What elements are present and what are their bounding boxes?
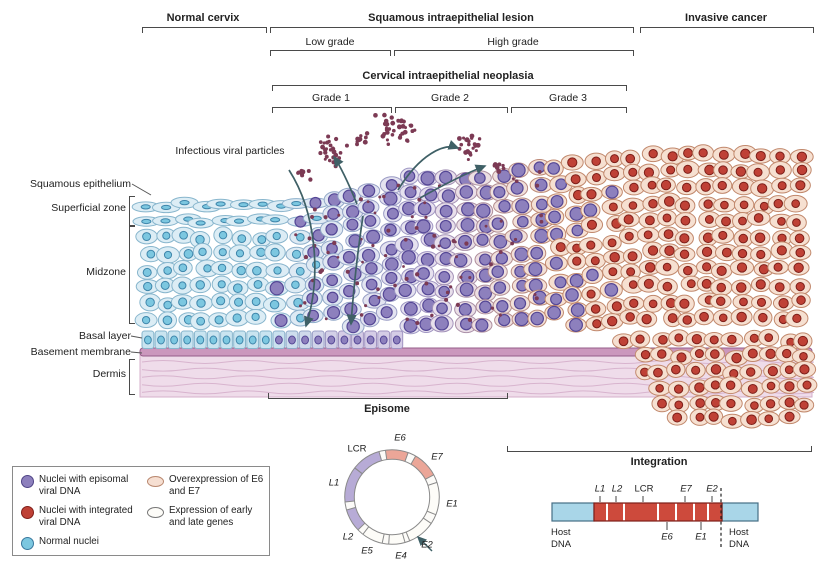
legend-item-label: Expression of early and late genes xyxy=(169,504,253,528)
viral-particles-intraepithelial xyxy=(294,169,544,326)
bracket-grade-3 xyxy=(511,107,627,113)
label-episome-e4: E4 xyxy=(395,550,407,562)
legend-item-integrated: Nuclei with integrated viral DNA xyxy=(21,505,139,529)
label-episome-e6: E6 xyxy=(394,432,406,444)
normal-nucleus-swatch xyxy=(21,536,34,550)
label-integration-e2: E2 xyxy=(706,483,718,495)
label-episome-e1: E1 xyxy=(446,498,458,510)
legend-item-episomal: Nuclei with episomal viral DNA xyxy=(21,474,139,498)
label-grade-3: Grade 3 xyxy=(549,92,587,104)
section-label-normal-cervix: Normal cervix xyxy=(166,12,240,24)
label-low-grade: Low grade xyxy=(305,36,355,48)
bracket-grade-2 xyxy=(395,107,508,113)
bracket-normal-cervix xyxy=(142,27,267,33)
legend-item-early-late: Expression of early and late genes xyxy=(147,505,269,529)
bracket-sil xyxy=(270,27,634,33)
label-episome-lcr: LCR xyxy=(347,443,367,455)
legend-item-label: Overexpression of E6 and E7 xyxy=(169,474,264,497)
bracket-low-grade xyxy=(270,50,391,56)
episome-ring xyxy=(344,449,440,552)
legend-item-overexpression: Overexpression of E6 and E7 xyxy=(147,474,269,498)
label-integration-e7: E7 xyxy=(680,483,692,495)
label-episome-l2: L2 xyxy=(342,531,354,543)
bracket-invasive-cancer xyxy=(640,27,814,33)
label-episome-l1: L1 xyxy=(328,477,340,489)
label-dermis: Dermis xyxy=(92,368,126,380)
label-integration-e1: E1 xyxy=(695,531,707,543)
label-squamous-epithelium: Squamous epithelium xyxy=(30,178,131,190)
bracket-integration xyxy=(507,446,812,452)
label-episome-title: Episome xyxy=(364,403,410,415)
bracket-cin xyxy=(272,85,627,91)
bracket-episome xyxy=(268,393,508,399)
legend-item-normal: Normal nuclei xyxy=(21,536,139,550)
label-integration-l2: L2 xyxy=(611,483,623,495)
arrows xyxy=(288,140,487,328)
label-midzone: Midzone xyxy=(86,266,126,278)
legend-item-label: Normal nuclei xyxy=(39,535,99,547)
invasive-mass xyxy=(612,328,818,429)
bracket-dermis xyxy=(129,359,135,395)
label-episome-e2: E2 xyxy=(421,539,433,551)
section-label-sil: Squamous intraepithelial lesion xyxy=(368,12,534,24)
bracket-midzone xyxy=(129,226,135,324)
label-grade-2: Grade 2 xyxy=(431,92,469,104)
epithelium-cells xyxy=(131,144,814,336)
overexpression-swatch xyxy=(147,476,164,487)
legend: Nuclei with episomal viral DNA Nuclei wi… xyxy=(12,466,270,556)
section-label-invasive-cancer: Invasive cancer xyxy=(685,12,767,24)
legend-item-label: Nuclei with episomal viral DNA xyxy=(39,474,129,497)
label-integration-lcr: LCR xyxy=(634,483,654,495)
label-basal-layer: Basal layer xyxy=(79,330,131,342)
label-integration-l1: L1 xyxy=(594,483,606,495)
viral-particle-clouds xyxy=(296,112,506,182)
label-host-dna-right: Host DNA xyxy=(729,527,750,550)
label-grade-1: Grade 1 xyxy=(312,92,350,104)
label-episome-e5: E5 xyxy=(361,545,373,557)
label-basement-membrane: Basement membrane xyxy=(30,346,131,358)
label-integration-title: Integration xyxy=(630,456,688,468)
bracket-high-grade xyxy=(394,50,634,56)
episomal-nucleus-swatch xyxy=(21,475,34,488)
early-late-expression-swatch xyxy=(147,506,164,518)
legend-item-label: Nuclei with integrated viral DNA xyxy=(39,504,133,528)
label-high-grade: High grade xyxy=(487,36,539,48)
bracket-grade-1 xyxy=(272,107,392,113)
basal-layer-cells xyxy=(141,330,404,349)
bracket-superficial-zone xyxy=(129,196,135,226)
integration-bar xyxy=(551,488,759,549)
label-connectors xyxy=(130,183,152,354)
label-host-dna-left: Host DNA xyxy=(551,527,572,550)
label-cin-title: Cervical intraepithelial neoplasia xyxy=(362,70,534,82)
legend-column-left: Nuclei with episomal viral DNA Nuclei wi… xyxy=(21,474,139,550)
label-episome-e7: E7 xyxy=(431,451,443,463)
integrated-nucleus-swatch xyxy=(21,505,34,519)
legend-column-right: Overexpression of E6 and E7 Expression o… xyxy=(147,474,269,550)
label-infectious-viral-particles: Infectious viral particles xyxy=(175,145,285,157)
label-integration-e6: E6 xyxy=(661,531,673,543)
label-superficial-zone: Superficial zone xyxy=(51,202,126,214)
